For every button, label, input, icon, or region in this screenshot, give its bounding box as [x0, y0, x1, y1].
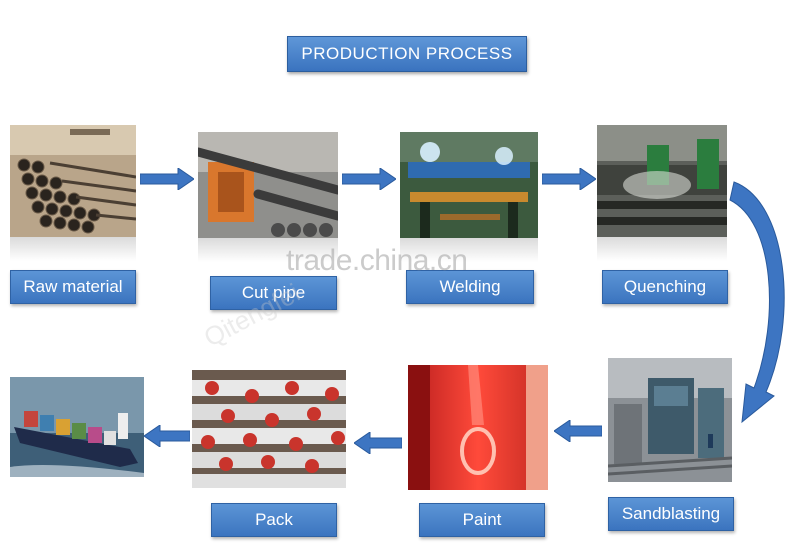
quenching-label: Quenching	[602, 270, 728, 304]
raw-material-label: Raw material	[10, 270, 136, 304]
arrow-welding-to-quenching	[542, 168, 596, 190]
arrow-quenching-to-sandblasting	[728, 178, 798, 428]
watermark-text: trade.china.cn	[286, 244, 468, 277]
diagram-title: PRODUCTION PROCESS	[287, 36, 527, 72]
sandblasting-photo	[608, 358, 732, 482]
arrow-cut-to-welding	[342, 168, 396, 190]
arrow-raw-to-cut	[140, 168, 194, 190]
cut-pipe-label: Cut pipe	[210, 276, 337, 310]
arrow-pack-to-ship	[144, 425, 190, 447]
cut-pipe-photo	[198, 132, 338, 238]
ship-photo	[10, 377, 144, 477]
pack-photo	[192, 370, 346, 488]
paint-photo	[408, 365, 548, 490]
sandblasting-label: Sandblasting	[608, 497, 734, 531]
raw-material-photo	[10, 125, 136, 237]
paint-label: Paint	[419, 503, 545, 537]
pack-label: Pack	[211, 503, 337, 537]
quenching-photo	[597, 125, 727, 237]
arrow-sandblasting-to-paint	[554, 420, 602, 442]
arrow-paint-to-pack	[354, 432, 402, 454]
welding-photo	[400, 132, 538, 238]
welding-label: Welding	[406, 270, 534, 304]
